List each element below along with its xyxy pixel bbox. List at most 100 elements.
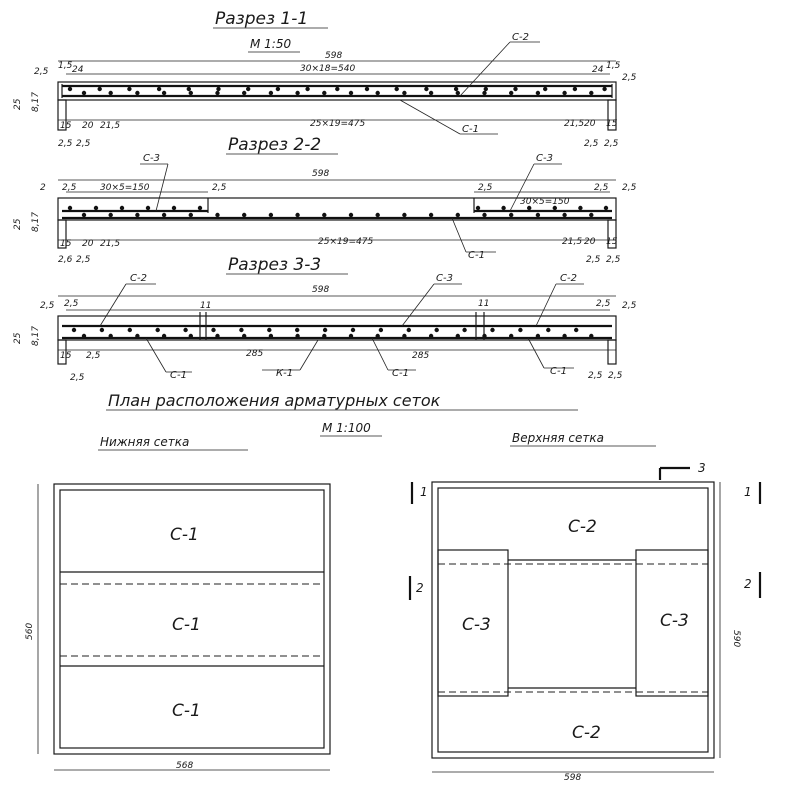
rebar-dot <box>242 212 247 218</box>
rebar-dot <box>155 327 160 333</box>
rebar-dot <box>188 333 193 339</box>
slab-1-1 <box>57 81 617 101</box>
rebar-dot <box>161 212 167 218</box>
rebar-dot <box>535 212 541 218</box>
support-left <box>57 339 67 365</box>
label-c1-mid: С-1 <box>392 368 409 379</box>
leader-k1 <box>299 339 319 371</box>
rebar-dot <box>375 90 380 96</box>
dim-right-outer: 2,5 <box>622 183 637 193</box>
label-k1: К-1 <box>276 368 293 379</box>
dim-bottom-spacing: 25×19=475 <box>318 237 373 247</box>
rebar-dot <box>81 333 87 339</box>
rebar-dot <box>183 327 188 333</box>
dim-cover: 8,17 <box>31 92 41 112</box>
rebar-dot <box>574 327 579 333</box>
dim-br-1: 20 <box>584 237 596 247</box>
support-right <box>607 339 617 365</box>
dim-br-0: 21,5 <box>564 119 584 129</box>
lower-slab-outline <box>53 483 331 755</box>
label-c1-left: С-1 <box>170 370 187 381</box>
rebar-dot <box>97 86 102 92</box>
dim-left-1: 2,5 <box>62 183 77 193</box>
slab-3-3 <box>57 315 617 341</box>
rebar-dot <box>161 90 167 96</box>
dim-left-2: 24 <box>72 65 84 75</box>
rebar-dot <box>322 327 328 333</box>
support-left <box>57 99 67 131</box>
cut-label-1-left: 1 <box>420 485 428 499</box>
rebar-dot <box>268 333 274 339</box>
rebar-dot <box>482 90 487 96</box>
dim-right-spacing: 30×5=150 <box>520 197 570 207</box>
lower-width-dim: 568 <box>176 761 193 771</box>
lower-mesh-c1-a: С-1 <box>170 525 199 545</box>
rebar-dot <box>518 327 523 333</box>
rebar-dot <box>135 90 140 96</box>
dim-right-end: 2,5 <box>594 183 609 193</box>
dim-br-1: 20 <box>584 119 596 129</box>
rebar-dot <box>543 86 548 92</box>
dim-left-end: 2,5 <box>212 183 227 193</box>
lower-slab-inner <box>59 489 325 749</box>
dim-bl-2: 21,5 <box>100 239 120 249</box>
rebar-dot <box>161 333 167 339</box>
upper-slab-outline <box>431 481 715 759</box>
section-2-2: Разрез 2-2 598 2 2,5 30×5=150 2,5 2,5 30… <box>13 135 637 265</box>
rebar-dot <box>402 333 407 339</box>
rebar-dot <box>108 333 113 339</box>
rebar-dot <box>242 90 247 96</box>
rebar-dot <box>475 205 481 211</box>
rebar-dot <box>527 205 532 211</box>
rebar-dot <box>535 333 541 339</box>
leader-c3-left <box>155 163 169 212</box>
dim-total: 598 <box>325 51 342 61</box>
dim-ul-0: 2,5 <box>70 373 85 383</box>
rebar-dot <box>375 333 380 339</box>
rebar-dot <box>127 327 132 333</box>
rebar-dot <box>108 212 113 218</box>
rebar-dot <box>348 333 354 339</box>
section-1-1-scale: М 1:50 <box>250 37 291 51</box>
upper-mesh-c2-top: С-2 <box>568 517 597 537</box>
rebar-dot <box>348 90 354 96</box>
rebar-dot <box>322 212 327 218</box>
rebar-dot <box>127 86 132 92</box>
rebar-dot <box>135 212 140 218</box>
leader-c2-right <box>535 283 557 327</box>
upper-mesh-c2-bottom: С-2 <box>572 723 601 743</box>
leader-c2 <box>459 41 511 97</box>
lower-mesh-c1-b: С-1 <box>172 615 201 635</box>
rebar-dot <box>67 205 73 211</box>
dim-bl-0: 15 <box>60 121 72 131</box>
leader-c2-left <box>99 283 127 327</box>
rebar-dot <box>93 205 99 211</box>
leader-c1-mid <box>371 337 389 371</box>
dim-right-2: 2,5 <box>622 73 637 83</box>
label-c2-right: С-2 <box>560 273 577 284</box>
upper-mesh-plan: С-2 С-3 С-3 С-2 590 598 1 1 2 2 3 <box>408 461 762 783</box>
label-c2-left: С-2 <box>130 273 147 284</box>
rebar-dot <box>295 333 300 339</box>
rebar-dot <box>428 90 434 96</box>
dim-bl-0: 15 <box>60 239 72 249</box>
rebar-dot <box>509 212 514 218</box>
section-3-3: Разрез 3-3 598 2,5 2,5 2,5 2,5 11 11 25 … <box>13 255 637 383</box>
rebar-dot <box>501 205 506 211</box>
rebar-dot <box>215 212 220 218</box>
lower-mesh-title: Нижняя сетка <box>100 435 189 449</box>
upper-mesh-c3-right: С-3 <box>660 611 689 631</box>
rebar-dot <box>188 90 193 96</box>
rebar-dot <box>509 90 514 96</box>
dim-right-1: 2,5 <box>622 301 637 311</box>
rebar-dot <box>188 212 193 218</box>
rebar-dot <box>509 333 514 339</box>
rebar-dot <box>482 333 487 339</box>
dim-left-0: 2,5 <box>34 67 49 77</box>
rebar-dot <box>268 90 274 96</box>
rebar-dot <box>215 333 220 339</box>
rebar-dot <box>402 90 407 96</box>
rebar-dot <box>462 327 467 333</box>
plan-title: План расположения арматурных сеток <box>108 391 441 410</box>
rebar-dot <box>197 205 203 211</box>
